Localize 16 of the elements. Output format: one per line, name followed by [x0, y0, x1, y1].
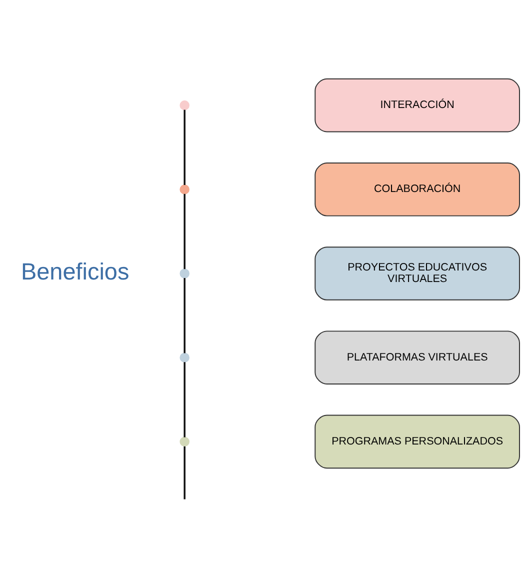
node-box: INTERACCIÓN: [314, 78, 520, 132]
connector: [184, 278, 186, 354]
node-circle: [180, 100, 190, 110]
connector: [184, 362, 186, 438]
node-box: PROGRAMAS PERSONALIZADOS: [314, 414, 520, 469]
connector: [184, 446, 186, 500]
node-box: PLATAFORMAS VIRTUALES: [314, 330, 520, 384]
node-circle: [180, 184, 190, 194]
connector: [184, 194, 186, 270]
node-circle: [180, 436, 190, 447]
node-box: COLABORACIÓN: [314, 162, 520, 216]
connector: [184, 110, 186, 185]
node-box: PROYECTOS EDUCATIVOS VIRTUALES: [314, 246, 520, 300]
node-circle: [180, 268, 190, 278]
node-circle: [180, 352, 190, 362]
label: Beneficios: [20, 258, 130, 285]
